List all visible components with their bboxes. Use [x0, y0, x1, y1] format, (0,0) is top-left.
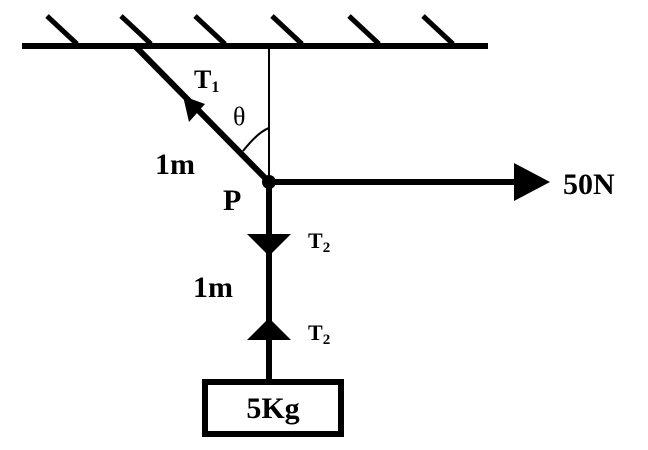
tension-2-upper-label: T2: [308, 320, 330, 348]
mass-label: 5Kg: [246, 392, 299, 425]
length-inclined-label: 1m: [155, 148, 195, 181]
angle-arc: [242, 127, 270, 152]
hatch-mark: [193, 14, 227, 46]
mass-block: [202, 379, 344, 437]
length-vertical-label: 1m: [193, 271, 233, 304]
ceiling-hatch: [45, 14, 455, 46]
hatch-mark: [421, 14, 455, 46]
tension-1-arrowhead: [183, 96, 205, 122]
force-label: 50N: [563, 168, 615, 201]
hatch-mark: [45, 14, 79, 46]
point-p-dot: [262, 175, 276, 189]
angle-label: θ: [233, 102, 245, 131]
ceiling: [22, 14, 488, 49]
tension-1-label: T1: [194, 65, 219, 96]
hatch-mark: [347, 14, 381, 46]
tension-2-down-arrowhead: [247, 234, 291, 256]
point-label: P: [223, 184, 241, 217]
force-arrowhead: [514, 163, 550, 201]
hatch-mark: [270, 14, 304, 46]
tension-2-up-arrowhead: [247, 318, 291, 340]
hatch-mark: [119, 14, 153, 46]
inclined-string: [132, 43, 272, 185]
tension-2-lower-label: T2: [308, 228, 330, 256]
